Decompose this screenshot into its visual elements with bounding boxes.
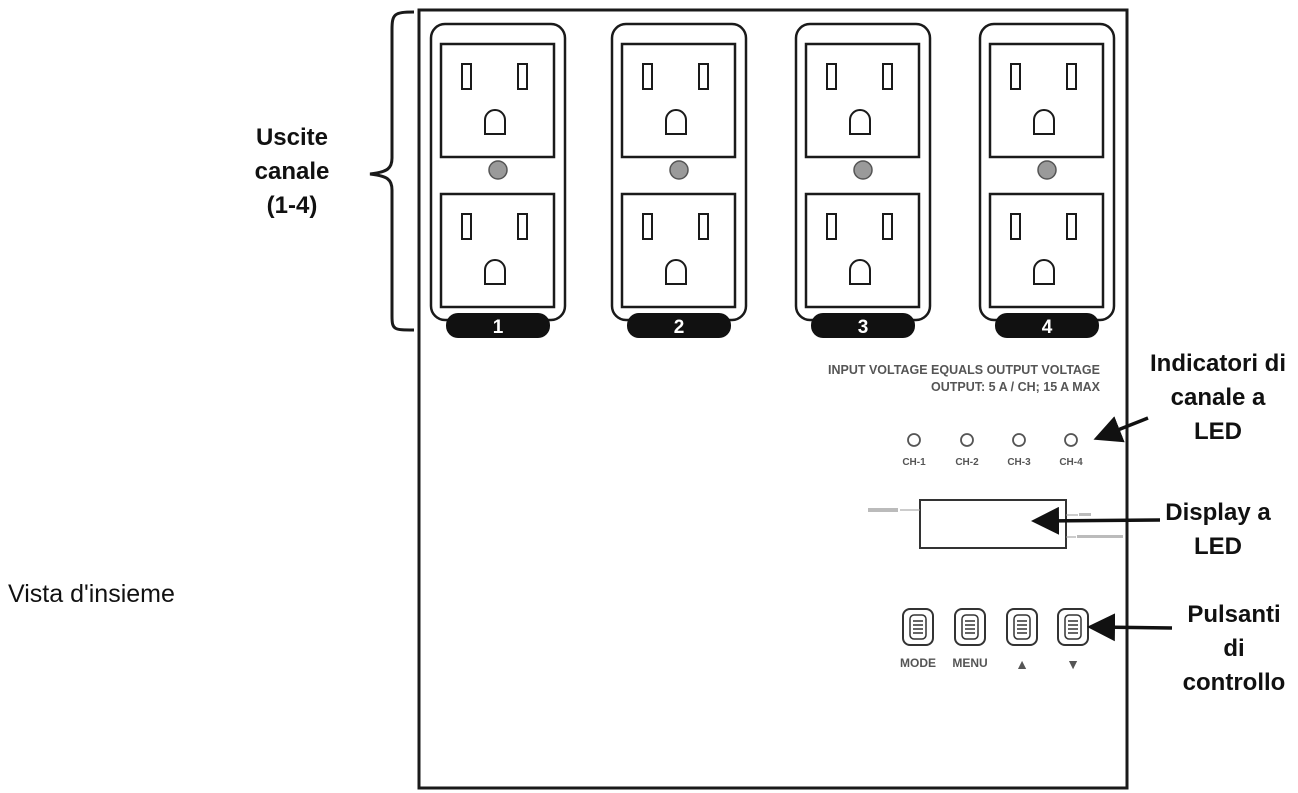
outlet-socket-top <box>988 42 1105 159</box>
channel-number: 1 <box>493 317 504 338</box>
outlet-socket-bottom <box>804 192 921 309</box>
label-led-display: Display a LED <box>1148 496 1288 564</box>
channel-led-indicators: CH-1 CH-2 CH-3 CH-4 <box>902 433 1083 468</box>
outlet-socket-bottom <box>620 192 737 309</box>
label-line: Display a <box>1165 499 1271 526</box>
led-label-ch3: CH-3 <box>1007 457 1031 468</box>
led-label-ch4: CH-4 <box>1059 457 1083 468</box>
channel-tab <box>811 313 915 338</box>
outlet-socket-bottom <box>439 192 556 309</box>
spec-line-1: INPUT VOLTAGE EQUALS OUTPUT VOLTAGE <box>828 363 1100 377</box>
outlet-led <box>488 160 508 180</box>
outlet-module-2: 2 <box>610 22 748 338</box>
label-line: (1-4) <box>266 192 318 219</box>
outlet-socket-bottom <box>988 192 1105 309</box>
label-control-buttons: Pulsanti di controllo <box>1170 598 1298 700</box>
label-line: canale a <box>1170 384 1266 411</box>
led-ch2 <box>960 433 974 447</box>
arrow-buttons <box>1087 613 1173 642</box>
outlet-led <box>669 160 689 180</box>
label-line: Uscite <box>255 124 329 151</box>
arrow-indicators <box>1093 416 1149 443</box>
up-label: ▲ <box>1015 656 1029 672</box>
mode-label: MODE <box>900 656 936 670</box>
up-button[interactable] <box>1006 608 1038 646</box>
led-label-ch1: CH-1 <box>902 457 926 468</box>
outlet-socket-top <box>439 42 556 159</box>
channel-tab <box>446 313 550 338</box>
channel-number: 3 <box>858 317 869 338</box>
outlet-led <box>853 160 873 180</box>
channel-tab <box>627 313 731 338</box>
led-label-ch2: CH-2 <box>955 457 979 468</box>
label-led-indicators: Indicatori di canale a LED <box>1140 347 1296 449</box>
label-line: canale <box>254 158 330 185</box>
outlet-module-1: 1 <box>429 22 567 338</box>
label-line: controllo <box>1182 669 1286 696</box>
label-line: di <box>1223 635 1245 662</box>
mode-button[interactable] <box>902 608 934 646</box>
overview-title: Vista d'insieme <box>8 580 175 608</box>
outlet-led <box>1037 160 1057 180</box>
menu-label: MENU <box>952 656 987 670</box>
menu-button[interactable] <box>954 608 986 646</box>
label-line: Indicatori di <box>1149 350 1286 377</box>
channel-number: 4 <box>1042 317 1053 338</box>
label-line: LED <box>1194 533 1242 560</box>
led-ch1 <box>907 433 921 447</box>
channel-number: 2 <box>674 317 685 338</box>
outlet-module-4: 4 <box>978 22 1116 338</box>
led-ch3 <box>1012 433 1026 447</box>
outlet-module-3: 3 <box>794 22 932 338</box>
down-label: ▼ <box>1066 656 1080 672</box>
outlet-socket-top <box>620 42 737 159</box>
label-line: Pulsanti <box>1187 601 1281 628</box>
down-button[interactable] <box>1057 608 1089 646</box>
outlet-socket-top <box>804 42 921 159</box>
spec-line-2: OUTPUT: 5 A / CH; 15 A MAX <box>931 380 1101 394</box>
led-ch4 <box>1064 433 1078 447</box>
arrow-display <box>1031 506 1161 535</box>
label-line: LED <box>1194 418 1242 445</box>
outputs-brace <box>369 10 415 332</box>
channel-tab <box>995 313 1099 338</box>
control-buttons: MODE MENU ▲ ▼ <box>900 608 1089 672</box>
label-channel-outputs: Uscite canale (1-4) <box>232 121 352 223</box>
